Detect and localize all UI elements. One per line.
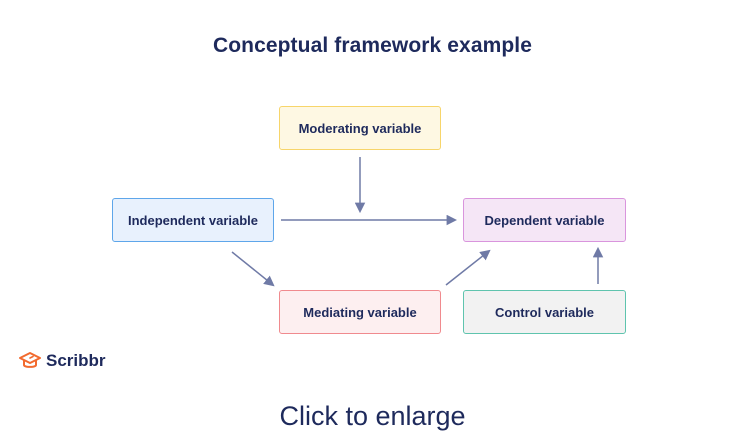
- graduation-cap-icon: [19, 352, 41, 368]
- scribbr-logo: Scribbr: [18, 351, 106, 371]
- dependent-variable-label: Dependent variable: [484, 212, 605, 228]
- arrow-independent-to-mediating: [231, 251, 275, 287]
- mediating-variable-label: Mediating variable: [303, 304, 417, 320]
- moderating-variable-node: Moderating variable: [279, 106, 441, 150]
- moderating-variable-label: Moderating variable: [298, 120, 422, 136]
- mediating-variable-node: Mediating variable: [279, 290, 441, 334]
- diagram-title: Conceptual framework example: [212, 34, 533, 57]
- click-to-enlarge-link[interactable]: Click to enlarge: [279, 401, 466, 431]
- independent-variable-node: Independent variable: [112, 198, 274, 242]
- control-variable-label: Control variable: [495, 304, 594, 320]
- control-variable-node: Control variable: [463, 290, 626, 334]
- dependent-variable-node: Dependent variable: [463, 198, 626, 242]
- arrow-mediating-to-dependent: [445, 249, 491, 286]
- logo-text: Scribbr: [46, 351, 106, 370]
- independent-variable-label: Independent variable: [127, 212, 259, 228]
